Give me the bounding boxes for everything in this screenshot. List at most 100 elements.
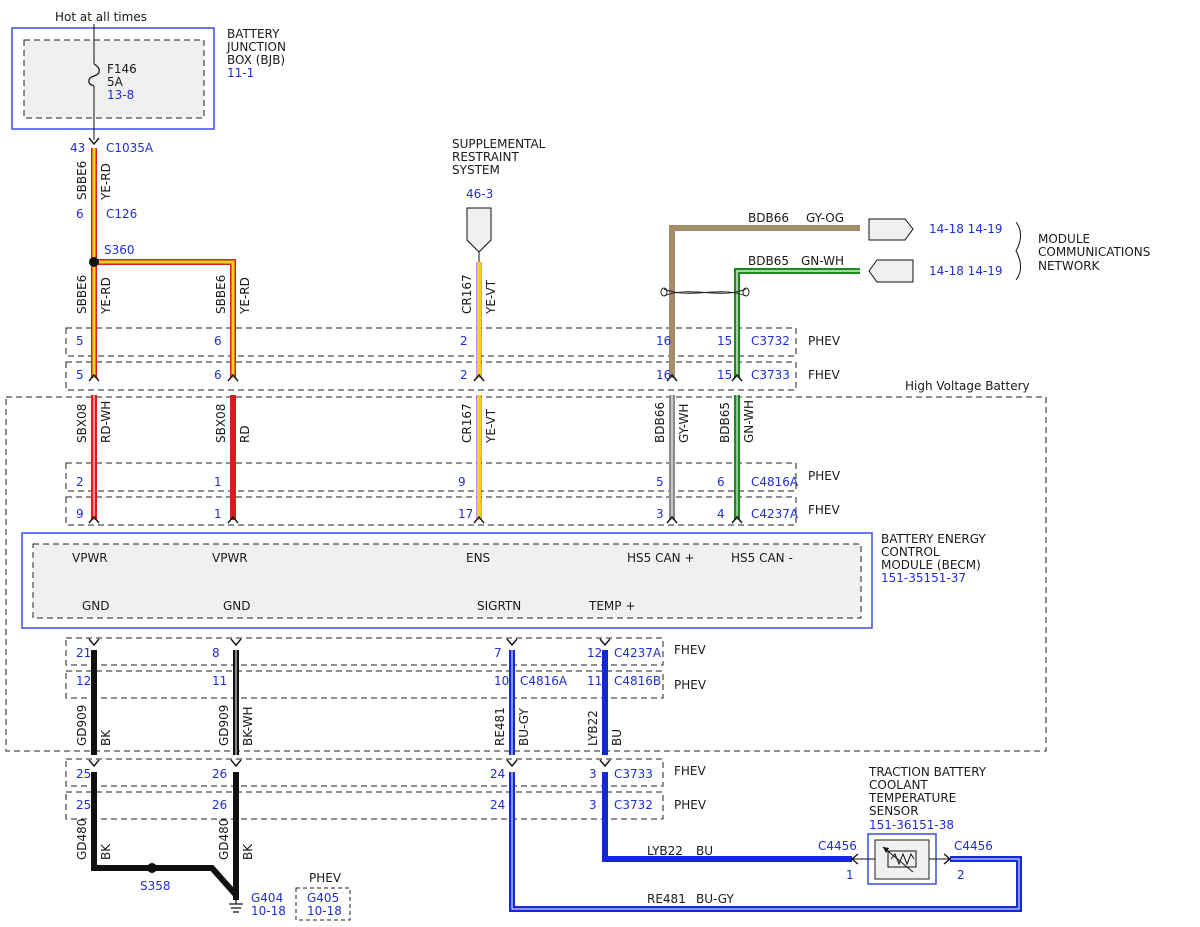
g405-label[interactable]: G405 [307, 891, 339, 905]
becm-pin-can-minus: HS5 CAN - [731, 551, 793, 565]
feed-circuit: SBBE6 [75, 161, 89, 200]
wire-bdb65-upper-stripe [736, 270, 860, 378]
mcn-brace-icon [1015, 221, 1021, 281]
c4237a-bot-pin-2: 8 [212, 646, 220, 660]
mcn-name-line-2: COMMUNICATIONS [1038, 245, 1150, 259]
mcn-wire-b-color: GN-WH [801, 254, 844, 268]
bjb-name-line-1: BATTERY [227, 27, 280, 41]
bjb-ref[interactable]: 11-1 [227, 66, 254, 80]
c4237a-top-pin-3: 17 [458, 507, 473, 521]
chevron-icon [88, 515, 100, 524]
c3733-top-variant: FHEV [808, 368, 841, 382]
chevron-icon [666, 515, 678, 524]
connector-c4237a-top-box [65, 496, 797, 526]
c3732-bot-pin-3: 24 [490, 798, 505, 812]
sensor-pin-right: 2 [957, 868, 965, 882]
c4237a-bot-variant: FHEV [674, 643, 707, 657]
mcn-ref-b[interactable]: 14-18 14-19 [929, 264, 1003, 278]
splice-s358-label: S358 [140, 879, 171, 893]
c4237a-top-pin-4: 3 [656, 507, 664, 521]
wire-gd480-left [91, 772, 239, 897]
c3732-bot-pin-1: 25 [76, 798, 91, 812]
c4816b-row-pin-3: 10 [494, 674, 509, 688]
c3733-top-pin-2: 6 [214, 368, 222, 382]
gnd-w1-circuit: GD480 [75, 819, 89, 860]
sensor-name-line-2: COOLANT [869, 778, 928, 792]
chevron-icon [227, 515, 239, 524]
g405-ref[interactable]: 10-18 [307, 904, 342, 918]
sensor-ref[interactable]: 151-36151-38 [869, 818, 954, 832]
chevron-icon [88, 137, 100, 146]
thermistor-icon [882, 846, 917, 873]
becm-pin-ens: ENS [466, 551, 490, 565]
srs-connector-icon [466, 207, 492, 253]
sensor-name-line-3: TEMPERATURE [868, 791, 956, 805]
c4237a-bot-name[interactable]: C4237A [614, 646, 662, 660]
c4816a-name[interactable]: C4816A [751, 475, 799, 489]
c3733-top-name[interactable]: C3733 [751, 368, 790, 382]
chevron-icon [731, 373, 743, 382]
feed-pin-top: 43 [70, 141, 85, 155]
sensor-conn-left[interactable]: C4456 [818, 839, 857, 853]
fuse-ref[interactable]: 13-8 [107, 88, 134, 102]
c3733-bot-name[interactable]: C3733 [614, 767, 653, 781]
wire-bdb65-upper [734, 268, 860, 378]
chevron-icon [666, 373, 678, 382]
feed-conn-top[interactable]: C1035A [106, 141, 154, 155]
c3732-top-name[interactable]: C3732 [751, 334, 790, 348]
srs-ref[interactable]: 46-3 [466, 187, 493, 201]
mcn-name-line-3: NETWORK [1038, 259, 1101, 273]
sensor-pin-left: 1 [846, 868, 854, 882]
c4816a-pin-2: 1 [214, 475, 222, 489]
g404-label[interactable]: G404 [251, 891, 283, 905]
mcn-connector-b-icon [868, 259, 914, 283]
hv-battery-label: High Voltage Battery [905, 379, 1030, 393]
feed-color: YE-RD [99, 163, 113, 201]
sensor-conn-right[interactable]: C4456 [954, 839, 993, 853]
c3733-top-pin-1: 5 [76, 368, 84, 382]
c4237a-top-pin-2: 1 [214, 507, 222, 521]
c3732-top-pin-3: 2 [460, 334, 468, 348]
mid-w2-color: RD [238, 425, 252, 443]
connector-c4816b-box [65, 670, 664, 699]
fuse-rating: 5A [107, 75, 124, 89]
becm-ref[interactable]: 151-35151-37 [881, 571, 966, 585]
becm-module-outline [21, 532, 873, 629]
c4237a-bot-pin-1: 21 [76, 646, 91, 660]
low-w4-color: BU [610, 729, 624, 746]
becm-name-line-3: MODULE (BECM) [881, 558, 981, 572]
feed-conn-bottom[interactable]: C126 [106, 207, 137, 221]
c4237a-top-name[interactable]: C4237A [751, 507, 799, 521]
c4816b-row-pin-2: 11 [212, 674, 227, 688]
upper-w1-circuit: SBBE6 [75, 275, 89, 314]
bjb-name-line-3: BOX (BJB) [227, 53, 285, 67]
c4816b-row-variant: PHEV [674, 678, 707, 692]
hot-label: Hot at all times [55, 10, 147, 24]
mcn-ref-a[interactable]: 14-18 14-19 [929, 222, 1003, 236]
chevron-icon [943, 853, 952, 865]
c3732-top-variant: PHEV [808, 334, 841, 348]
chevron-icon [599, 759, 611, 768]
low-w1-circuit: GD909 [75, 705, 89, 746]
gnd-w1-color: BK [99, 843, 113, 860]
twist-end-right [742, 287, 750, 297]
mid-w1-color: RD-WH [99, 401, 113, 443]
low-w3-circuit: RE481 [493, 707, 507, 746]
becm-pin-vpwr-2: VPWR [212, 551, 248, 565]
low-w2-color: BK-WH [241, 706, 255, 746]
chevron-icon [731, 515, 743, 524]
mid-w5-color: GN-WH [742, 400, 756, 443]
g404-ref[interactable]: 10-18 [251, 904, 286, 918]
c4816b-row-conn-b[interactable]: C4816B [614, 674, 661, 688]
c3732-bot-name[interactable]: C3732 [614, 798, 653, 812]
c4237a-top-variant: FHEV [808, 503, 841, 517]
srs-name-line-1: SUPPLEMENTAL [452, 137, 546, 151]
connector-c3733-top-box [65, 361, 797, 391]
fuse-icon [88, 63, 100, 87]
becm-pin-temp: TEMP + [588, 599, 635, 613]
c4816b-row-conn-a[interactable]: C4816A [520, 674, 568, 688]
chevron-icon [230, 638, 242, 647]
c4816a-pin-5: 6 [717, 475, 725, 489]
splice-s358-icon [147, 863, 157, 873]
